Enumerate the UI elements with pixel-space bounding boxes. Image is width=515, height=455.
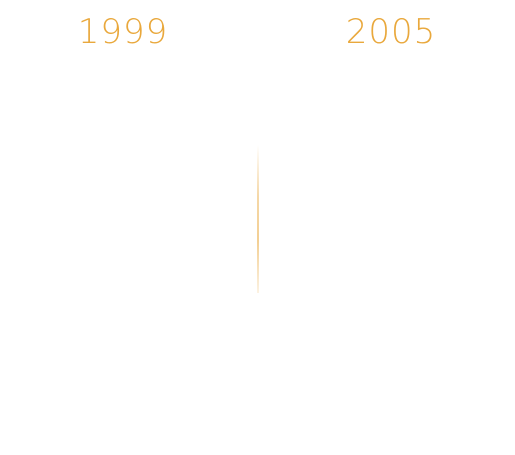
- timeline-year-1999: 1999: [77, 12, 169, 52]
- timeline-year-2005: 2005: [345, 12, 437, 52]
- timeline-divider: [257, 145, 259, 293]
